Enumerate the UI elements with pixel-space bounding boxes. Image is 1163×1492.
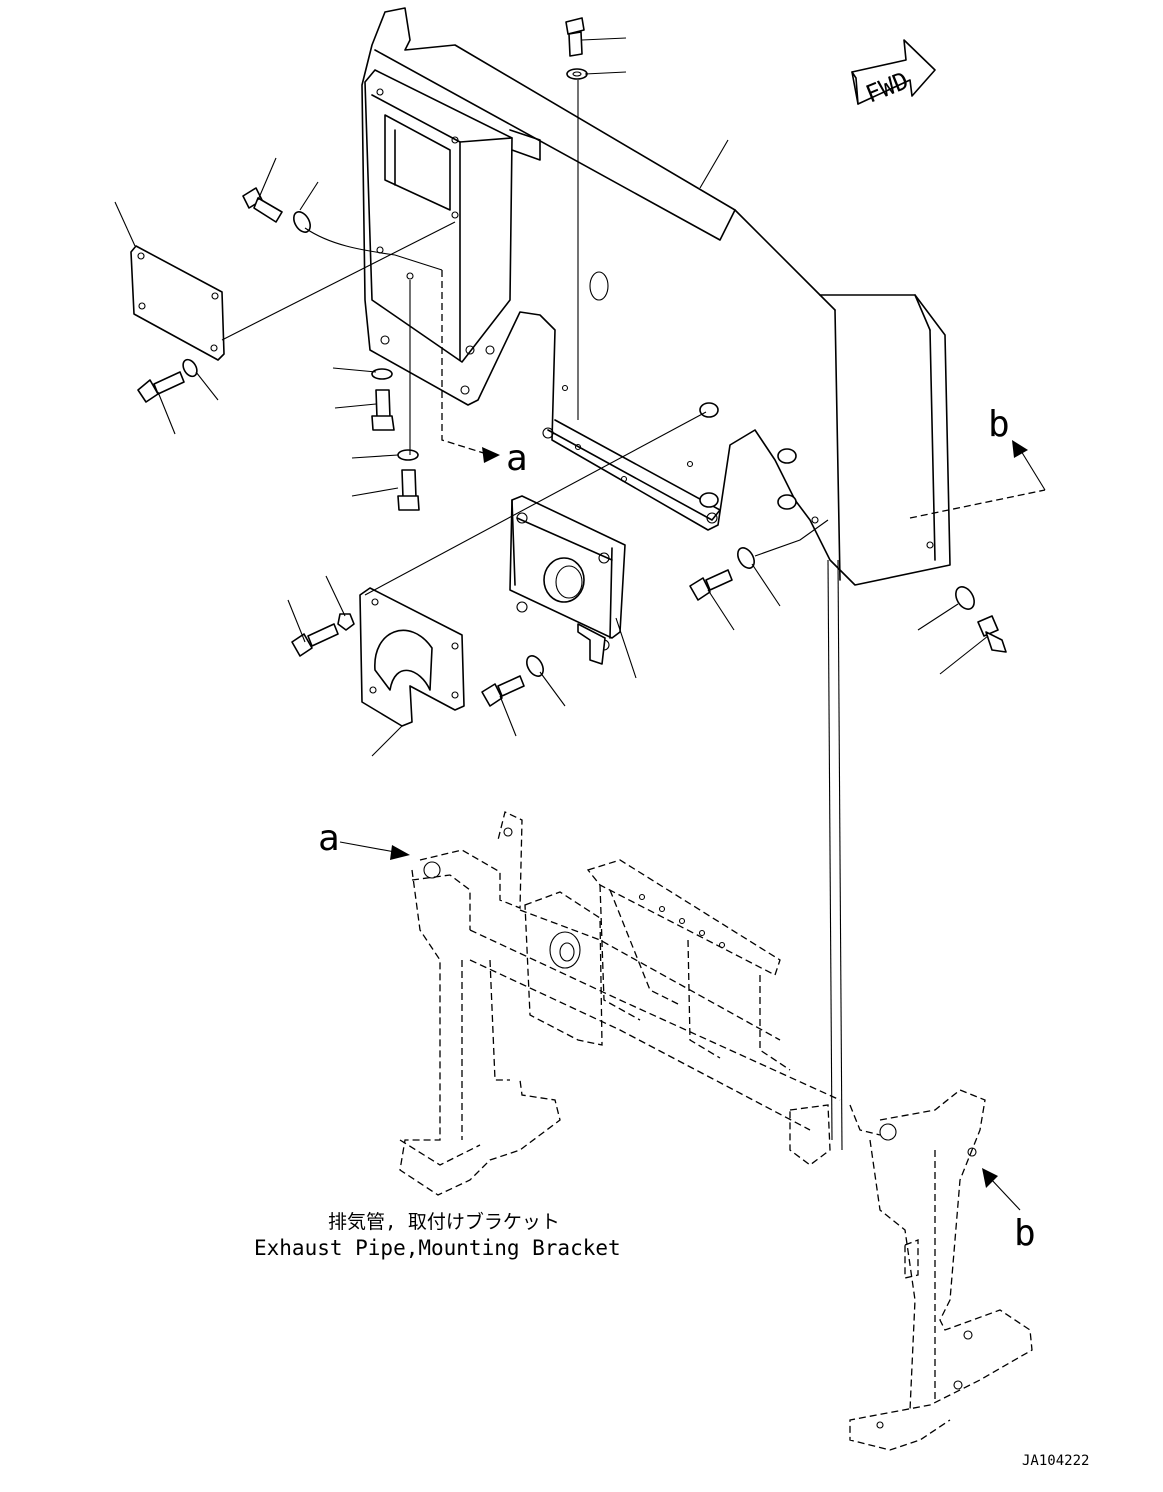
frame-assembly [399, 811, 1033, 1451]
callout-b-bottom: b [982, 1168, 1036, 1254]
leader-lines [114, 37, 1046, 1151]
callout-b-top: b [988, 404, 1046, 491]
mounting-plate [509, 495, 626, 665]
svg-text:b: b [988, 404, 1010, 445]
svg-text:b: b [1014, 1213, 1036, 1254]
caption-english: Exhaust Pipe,Mounting Bracket [254, 1236, 621, 1260]
hardware-group [137, 17, 1007, 707]
cover-plate-small [130, 245, 225, 361]
caption-japanese: 排気管, 取付けブラケット [328, 1210, 560, 1233]
svg-text:a: a [506, 438, 528, 479]
fwd-arrow-icon: FWD [851, 39, 936, 109]
callout-a-top: a [482, 438, 528, 479]
gasket-plate [359, 587, 465, 727]
side-cover-panel [361, 7, 951, 586]
callout-a-bottom: a [318, 818, 410, 860]
drawing-code: JA104222 [1022, 1453, 1089, 1469]
svg-text:a: a [318, 818, 340, 859]
